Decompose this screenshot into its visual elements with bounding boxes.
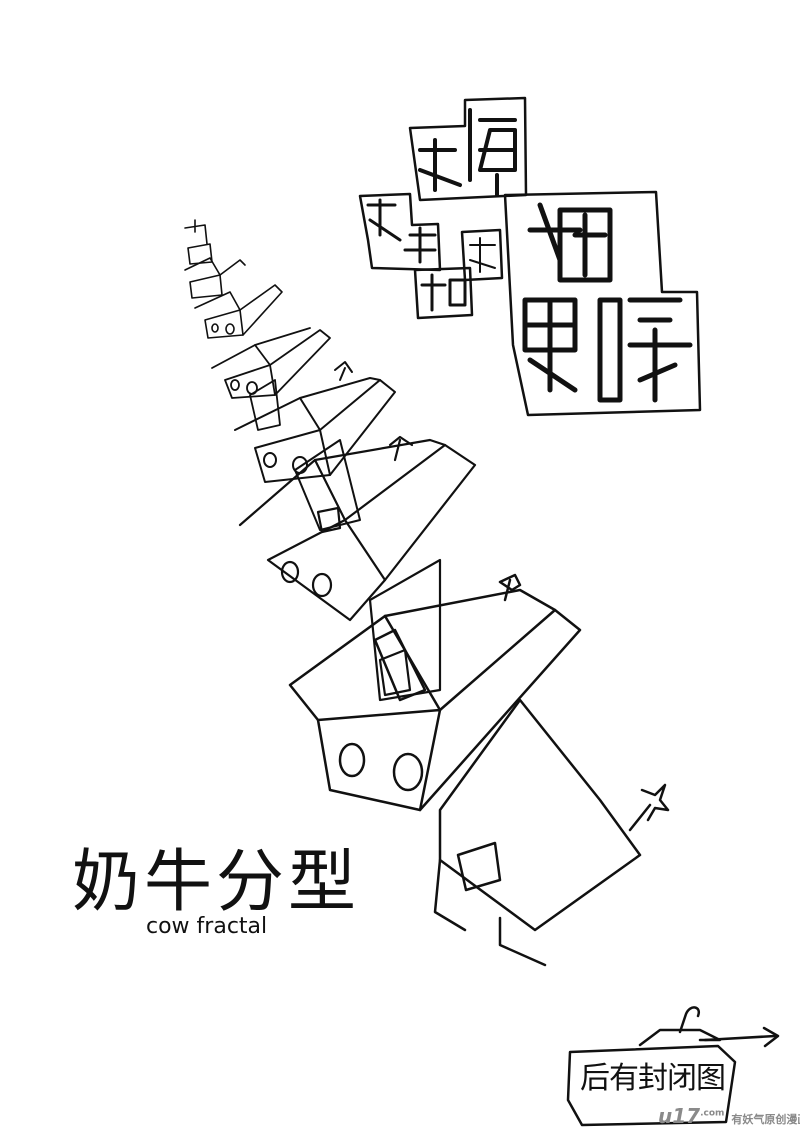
- right-arrow-icon: [703, 1034, 777, 1042]
- next-page-label: 后有封闭图: [580, 1061, 726, 1096]
- title-stamp-cluster: [358, 96, 702, 417]
- watermark-tagline: 有妖气原创漫画: [731, 1113, 800, 1126]
- next-page-hint: [566, 1006, 780, 1127]
- watermark-brand: u17: [658, 1104, 701, 1128]
- watermark-domain: .com: [700, 1108, 725, 1119]
- title-chinese: 奶牛分型: [72, 843, 361, 922]
- site-watermark: u17.com 有妖气原创漫画: [658, 1104, 800, 1128]
- cow-large: [288, 573, 670, 967]
- cow-smaller: [211, 327, 331, 431]
- title-english: cow fractal: [146, 914, 268, 939]
- cow-small: [234, 361, 396, 531]
- right-arrow-head: [762, 1026, 780, 1048]
- cow-tiny: [184, 219, 283, 339]
- cow-medium: [238, 435, 477, 702]
